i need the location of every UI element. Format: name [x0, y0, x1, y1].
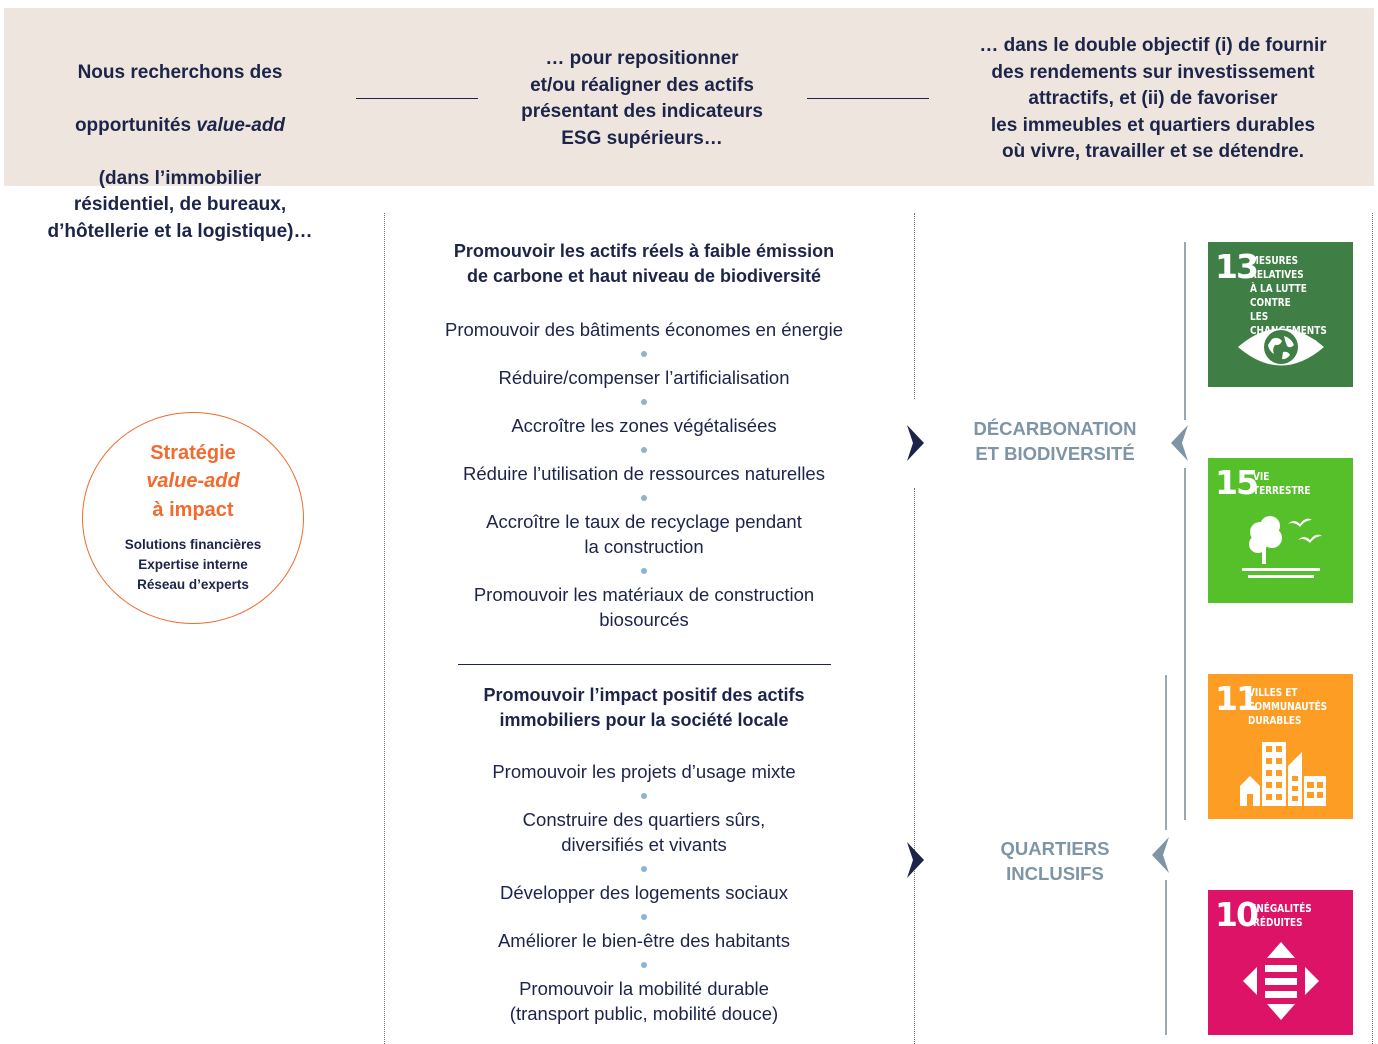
sdg-10-title: INÉGALITÉS RÉDUITES [1253, 903, 1312, 929]
sdg-11-number: 11 [1215, 679, 1259, 718]
section-inclusive-heading: Promouvoir l’impact positif des actifs i… [483, 685, 805, 730]
list-item: Construire des quartiers sûrs, diversifi… [522, 809, 766, 855]
banner-col-search-line1: Nous recherchons des [77, 61, 283, 83]
strategy-title-line3: à impact [152, 499, 234, 521]
bracket-line-top-lower [1184, 468, 1186, 820]
list-item: Promouvoir des bâtiments économes en éne… [445, 319, 843, 340]
arrow-right-icon [907, 425, 924, 461]
bullet-dot [641, 351, 647, 357]
strategy-circle: Stratégie value-add à impact Solutions f… [82, 412, 304, 624]
sdg-11-card: 11 VILLES ET COMMUNAUTÉS DURABLES [1208, 674, 1353, 819]
strategy-sub-1: Solutions financières [124, 537, 262, 552]
strategy-title-line2: value-add [146, 470, 240, 492]
dotted-separator-mid-top [914, 213, 915, 399]
arrow-left-icon [1171, 425, 1188, 461]
strategy-sub-2: Expertise interne [138, 557, 248, 572]
strategy-title-line1: Stratégie [150, 442, 236, 464]
list-item: Promouvoir les projets d’usage mixte [492, 761, 796, 782]
bullet-dot [641, 447, 647, 453]
banner-col-objective: … dans le double objectif (i) de fournir… [979, 35, 1327, 162]
section-inclusive: Promouvoir l’impact positif des actifs i… [400, 683, 888, 1026]
bullet-dot [641, 495, 647, 501]
list-item: Réduire l’utilisation de ressources natu… [463, 463, 825, 484]
sdg-11-title: VILLES ET COMMUNAUTÉS DURABLES [1248, 687, 1328, 727]
bracket-line-top [1184, 242, 1186, 420]
banner-col-search-line2: opportunités [74, 114, 197, 136]
tree-birds-icon [1242, 516, 1322, 578]
bullet-dot [641, 568, 647, 574]
banner-col-search-valueadd: value-add [196, 114, 286, 136]
bracket-line-bottom-lower [1165, 880, 1167, 1035]
bullet-dot [641, 399, 647, 405]
banner-col-search: Nous recherchons des opportunités value-… [20, 33, 340, 245]
header-banner [4, 8, 1374, 186]
bullet-dot [641, 866, 647, 872]
arrow-left-icon [1152, 837, 1169, 873]
sdg-13-number: 13 [1215, 247, 1259, 286]
bullet-dot [641, 962, 647, 968]
banner-col-reposition: … pour repositionner et/ou réaligner des… [521, 48, 763, 149]
sdg-13-card: 13 MESURES RELATIVES À LA LUTTE CONTRE L… [1208, 242, 1353, 387]
bullet-dot [641, 914, 647, 920]
equality-arrows-icon [1243, 942, 1319, 1020]
list-item: Promouvoir la mobilité durable (transpor… [509, 978, 779, 1024]
bracket-line-bottom [1165, 675, 1167, 830]
strategy-sub-3: Réseau d’experts [137, 577, 249, 592]
eye-globe-icon [1238, 328, 1324, 366]
list-item: Améliorer le bien-être des habitants [497, 930, 791, 951]
sdg-15-number: 15 [1215, 463, 1259, 502]
dotted-separator-right [1372, 213, 1373, 1044]
list-item: Promouvoir les matériaux de construction… [473, 584, 815, 630]
goal-inclusive-label: QUARTIERS INCLUSIFS [1000, 838, 1110, 884]
arrow-right-icon [907, 842, 924, 878]
section-decarbonation: Promouvoir les actifs réels à faible émi… [400, 239, 888, 632]
dotted-separator-mid-bottom [914, 488, 915, 1044]
dotted-separator-left [384, 213, 385, 1044]
bullet-dot [641, 793, 647, 799]
section-divider [458, 664, 831, 665]
sdg-10-number: 10 [1215, 895, 1259, 934]
list-item: Accroître le taux de recyclage pendant l… [486, 511, 802, 557]
sdg-10-card: 10 INÉGALITÉS RÉDUITES [1208, 890, 1353, 1035]
list-item: Accroître les zones végétalisées [511, 415, 777, 436]
sdg-15-card: 15 VIE TERRESTRE [1208, 458, 1353, 603]
banner-connector-2 [807, 98, 929, 99]
city-buildings-icon [1240, 742, 1326, 806]
sdg-15-title: VIE TERRESTRE [1253, 471, 1311, 497]
banner-col-search-rest: (dans l’immobilier résidentiel, de burea… [47, 167, 313, 242]
goal-decarbonation-label: DÉCARBONATION ET BIODIVERSITÉ [973, 418, 1137, 464]
list-item: Développer des logements sociaux [500, 882, 788, 903]
section-decarbonation-heading: Promouvoir les actifs réels à faible émi… [453, 241, 835, 286]
list-item: Réduire/compenser l’artificialisation [498, 367, 790, 388]
banner-connector-1 [356, 98, 478, 99]
